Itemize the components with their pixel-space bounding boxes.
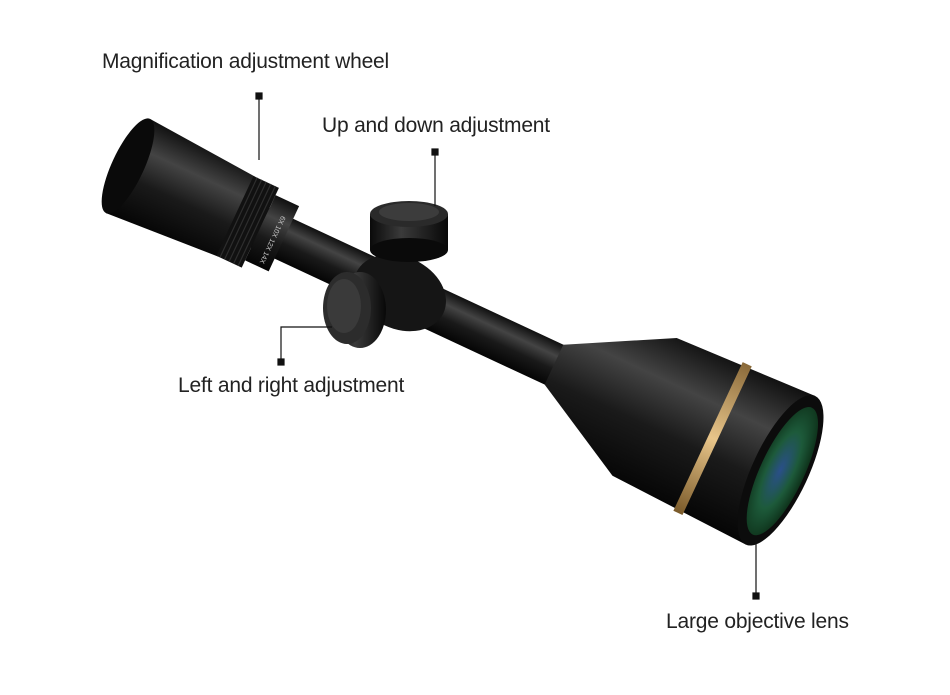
magnification-wheel-label: Magnification adjustment wheel bbox=[102, 50, 389, 73]
scope-body: 6X 10X 12X 14X bbox=[101, 118, 824, 546]
callout-leaders bbox=[255, 92, 760, 600]
gold-ring bbox=[673, 362, 752, 516]
eyepiece-end bbox=[101, 118, 155, 214]
elevation-label: Up and down adjustment bbox=[322, 114, 550, 137]
windage-turret bbox=[323, 272, 386, 348]
objective-lens-label: Large objective lens bbox=[666, 610, 849, 633]
objective-lens bbox=[746, 407, 819, 536]
windage-label: Left and right adjustment bbox=[178, 374, 405, 397]
elevation-turret bbox=[370, 201, 448, 262]
